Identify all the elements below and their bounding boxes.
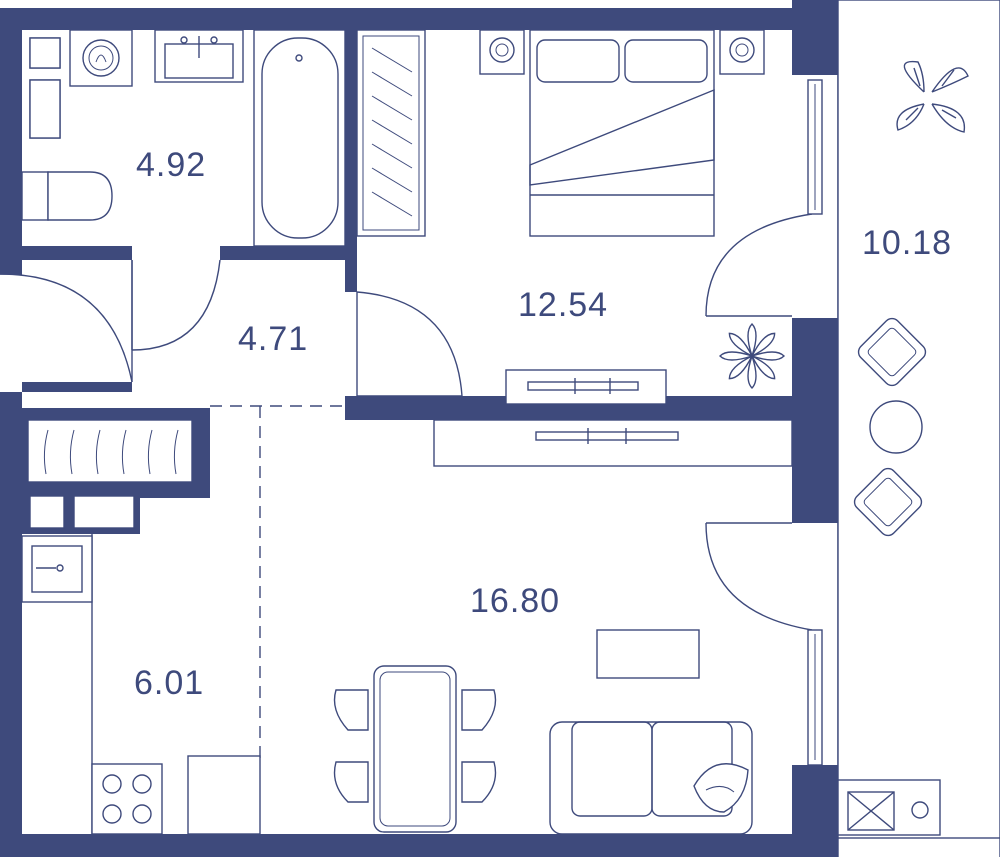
bed-icon — [529, 29, 715, 237]
bedroom-balcony-door[interactable] — [705, 79, 823, 317]
ac-unit-icon — [837, 779, 941, 836]
armchair-icon — [853, 317, 927, 537]
sink-icon — [154, 29, 244, 83]
bathroom-area: 4.92 — [136, 146, 206, 184]
dresser-icon — [505, 369, 667, 405]
fridge-icon — [187, 755, 261, 835]
plant-icon — [896, 60, 969, 133]
living-balcony-door[interactable] — [705, 522, 823, 766]
living-room: 16.80 — [333, 419, 823, 835]
bathtub-icon — [253, 29, 346, 247]
walls-overlay — [0, 0, 838, 857]
plant-icon — [719, 323, 785, 389]
sink-icon — [21, 535, 93, 603]
coffee-table-icon — [596, 629, 700, 679]
bedroom-door[interactable] — [356, 291, 463, 397]
bedroom-room: 12.54 — [356, 29, 823, 405]
toilet-icon — [21, 171, 113, 221]
table-icon — [869, 400, 923, 454]
hallway-area: 4.71 — [238, 320, 308, 358]
entrance-door[interactable] — [0, 260, 133, 383]
bathroom-room: 4.92 — [21, 29, 346, 247]
balcony-area: 10.18 — [862, 224, 952, 262]
bathroom-door[interactable] — [131, 259, 221, 351]
wardrobe-icon — [356, 29, 426, 237]
nightstand-icon — [479, 29, 765, 75]
dining-table-icon — [333, 665, 497, 833]
kitchen-area: 6.01 — [134, 664, 204, 702]
living-room-area: 16.80 — [470, 582, 560, 620]
storage-cabinet-icon — [433, 419, 793, 467]
wardrobe-icon — [27, 419, 193, 483]
balcony-room: 10.18 — [837, 0, 1000, 857]
stove-icon — [91, 763, 163, 835]
bedroom-area: 12.54 — [518, 286, 608, 324]
kitchen-room: 6.01 — [21, 419, 261, 835]
hallway-room: 4.71 — [0, 259, 463, 397]
sofa-icon — [549, 721, 753, 835]
washing-machine-icon — [69, 29, 133, 87]
